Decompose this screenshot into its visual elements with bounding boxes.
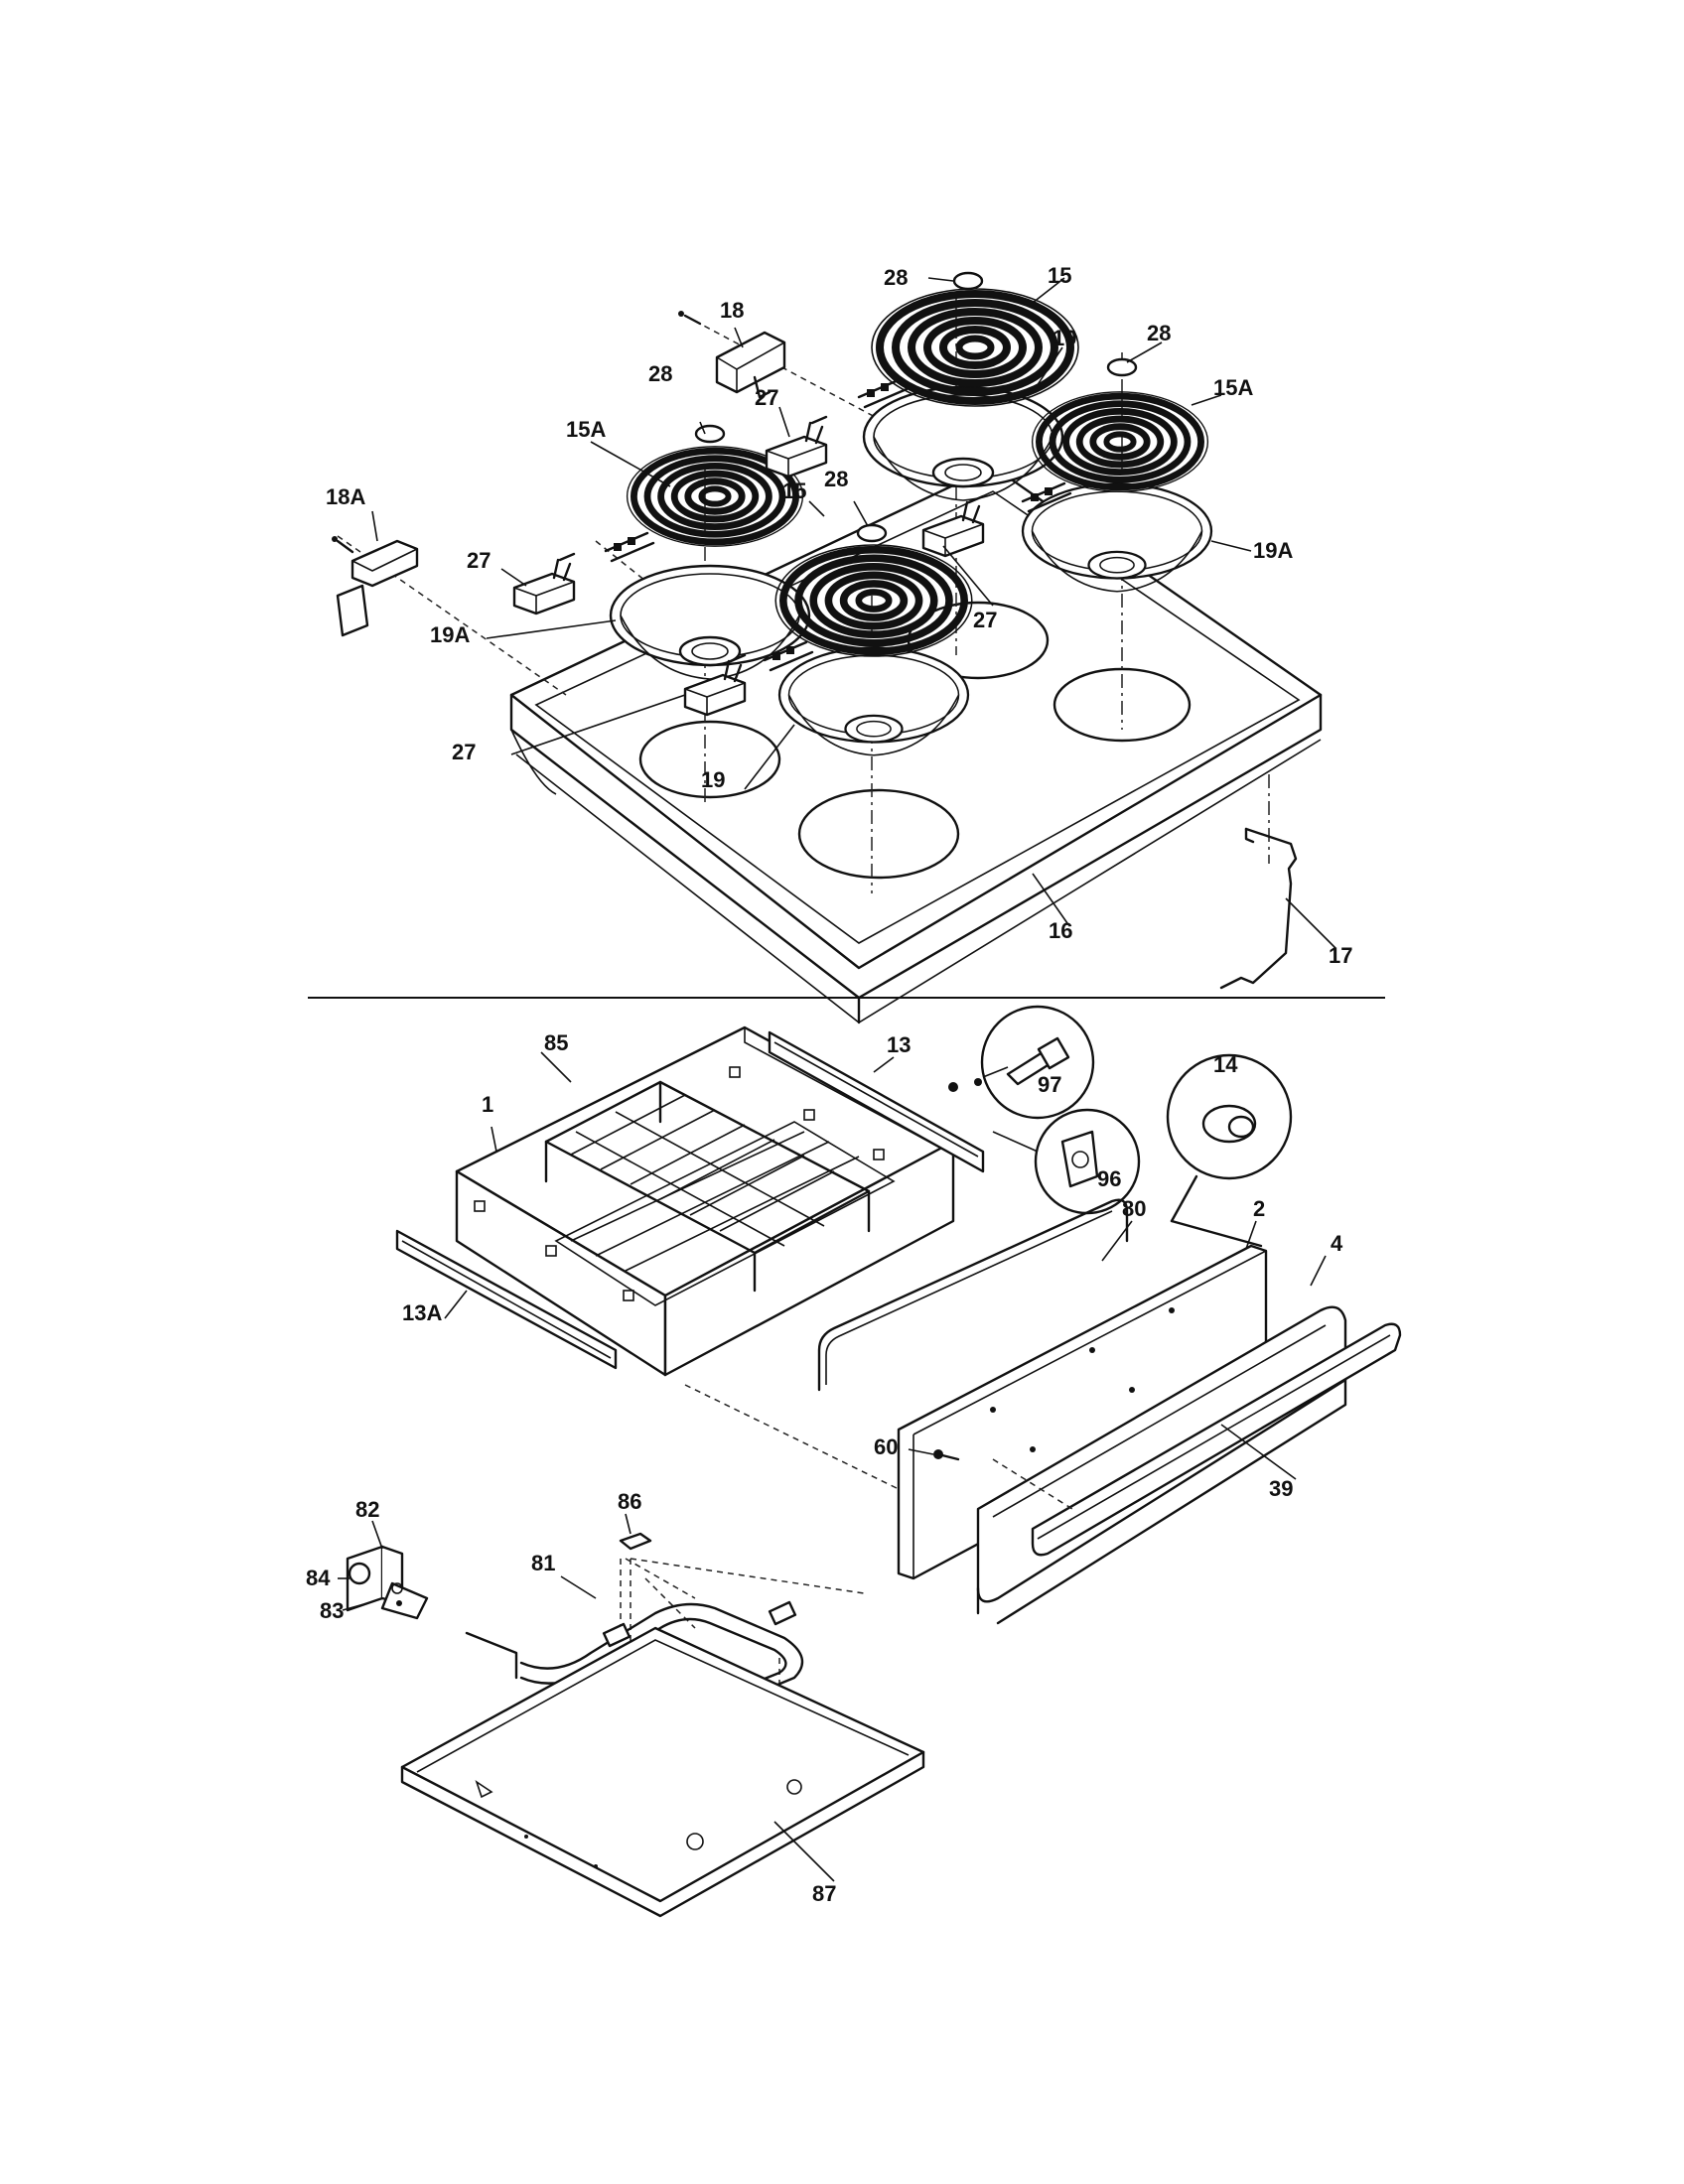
label-19a: 19A [1253, 538, 1293, 563]
label-83: 83 [320, 1598, 344, 1623]
label-84: 84 [306, 1566, 331, 1590]
drawer-assembly [346, 1005, 1402, 1918]
label-13: 13 [887, 1032, 911, 1057]
label-85: 85 [544, 1030, 568, 1055]
gasket-80 [817, 1198, 1129, 1392]
trim-ring-28-left [694, 424, 726, 444]
label-39: 39 [1269, 1476, 1293, 1501]
drawer-slide-13 [768, 1030, 985, 1173]
label-16: 16 [1049, 918, 1072, 943]
label-86: 86 [618, 1489, 641, 1514]
terminal-block-82-83-84 [346, 1545, 429, 1620]
trim-ring-28-right [1106, 357, 1138, 377]
clip-detail-96 [992, 1108, 1141, 1215]
wire-17 [1219, 827, 1298, 990]
screw-60 [933, 1449, 960, 1461]
broiler-rack-85 [544, 1080, 871, 1293]
callout-labels: 28 15 18 19 28 28 27 15A 15A 18A 28 15 1… [306, 263, 1352, 1906]
label-14: 14 [1213, 1052, 1238, 1077]
trim-ring-28-top [952, 271, 984, 291]
clip-86 [619, 1532, 652, 1551]
label-27: 27 [973, 608, 997, 632]
drawer-slide-13a [395, 1229, 618, 1370]
label-27: 27 [755, 385, 778, 410]
label-13a: 13A [402, 1300, 442, 1325]
surface-element-15-back [872, 289, 1078, 406]
label-60: 60 [874, 1434, 898, 1459]
label-28: 28 [824, 467, 848, 491]
trim-ring-28-mid [856, 523, 888, 543]
label-28: 28 [1147, 321, 1171, 345]
drawer-bottom-87 [400, 1626, 925, 1918]
drawer-handle-39 [1031, 1322, 1402, 1557]
label-82: 82 [355, 1497, 379, 1522]
label-15a: 15A [566, 417, 606, 442]
label-19: 19 [1052, 326, 1076, 350]
label-27: 27 [452, 740, 476, 764]
cooktop-assembly [332, 271, 1323, 1024]
leader-lines [338, 277, 1336, 1882]
label-80: 80 [1122, 1196, 1146, 1221]
label-2: 2 [1253, 1196, 1265, 1221]
label-97: 97 [1038, 1072, 1061, 1097]
label-81: 81 [531, 1551, 555, 1575]
handle-end-detail-14 [1166, 1053, 1293, 1248]
bracket-18a [332, 536, 419, 637]
label-18a: 18A [326, 484, 365, 509]
label-19: 19 [701, 767, 725, 792]
receptacle-27-top [765, 415, 828, 478]
label-4: 4 [1331, 1231, 1343, 1256]
label-1: 1 [482, 1092, 493, 1117]
label-15: 15 [1048, 263, 1071, 288]
label-28: 28 [884, 265, 908, 290]
label-15a: 15A [1213, 375, 1253, 400]
label-27: 27 [467, 548, 491, 573]
label-28: 28 [648, 361, 672, 386]
label-96: 96 [1097, 1166, 1121, 1191]
label-17: 17 [1329, 943, 1352, 968]
label-87: 87 [812, 1881, 836, 1906]
bracket-18 [678, 311, 786, 399]
label-15: 15 [782, 478, 806, 503]
screw-detail-97 [980, 1005, 1095, 1120]
label-19a: 19A [430, 622, 470, 647]
label-18: 18 [720, 298, 744, 323]
